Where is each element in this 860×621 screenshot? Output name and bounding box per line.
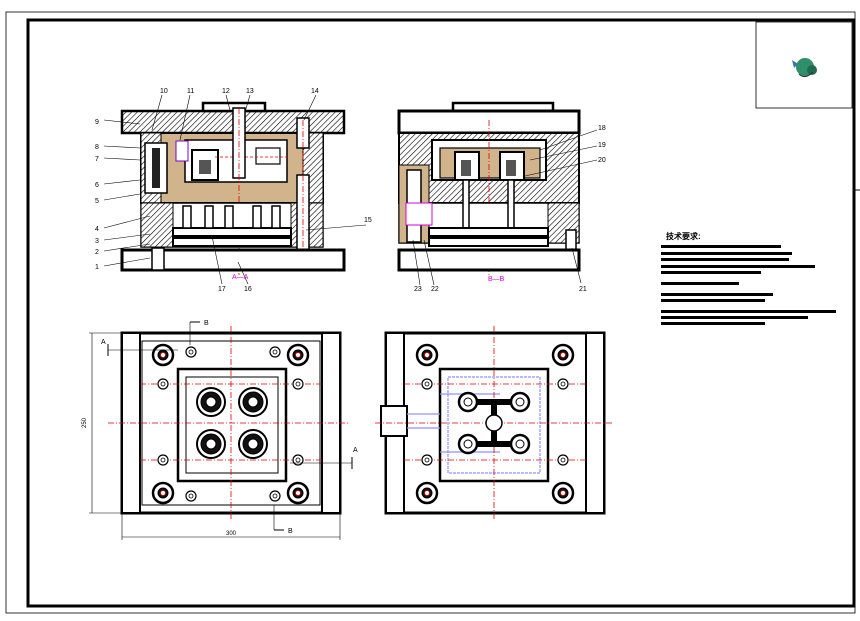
part-label-16: 16 [244, 286, 252, 293]
part-label-7: 7 [95, 156, 99, 163]
cut-marker-a-bottom: A [353, 447, 358, 454]
cavity-boss-3-core [205, 438, 217, 450]
cavity-boss-1-core [205, 396, 217, 408]
section-label-bb: B—B [488, 276, 505, 283]
screw-hole-3-inner [188, 493, 194, 499]
cut-marker-a-top: A [101, 339, 106, 346]
part-label-21: 21 [579, 286, 587, 293]
cavity-boss-4-core [247, 438, 259, 450]
part-label-23: 23 [414, 286, 422, 293]
screw-hole-2-inner [272, 349, 278, 355]
sprue-puller [485, 414, 503, 432]
cut-marker-b-top: B [204, 320, 209, 327]
pin-hole-4-center [560, 490, 566, 496]
plan-left-bosses [196, 387, 268, 459]
view-plan-left [108, 326, 350, 520]
cavity-boss-2-core [247, 396, 259, 408]
part-label-10: 10 [160, 88, 168, 95]
dimension-width: 300 [226, 531, 237, 537]
pin-hole-3-center [424, 490, 430, 496]
ejector-hole-4-inner [560, 457, 566, 463]
guide-hole-1-center [160, 352, 166, 358]
part-label-1: 1 [95, 264, 99, 271]
core-boss-1-inner [463, 397, 473, 407]
return-hole-3-inner [160, 457, 166, 463]
part-label-12: 12 [222, 88, 230, 95]
plan-right-bosses [457, 391, 531, 455]
part-label-18: 18 [598, 125, 606, 132]
part-label-19: 19 [598, 142, 606, 149]
tech-requirements: 技术要求: [661, 231, 836, 325]
part-label-22: 22 [431, 286, 439, 293]
pin-hole-2-center [560, 352, 566, 358]
dimension-height: 250 [82, 417, 88, 428]
plan-right-holes [415, 343, 575, 505]
core-boss-3-inner [463, 439, 473, 449]
part-label-15: 15 [364, 217, 372, 224]
part-label-11: 11 [187, 88, 194, 95]
logo-mark [792, 58, 817, 78]
dimension-lines [89, 321, 353, 540]
part-label-9: 9 [95, 119, 99, 126]
return-hole-2-inner [295, 381, 301, 387]
screw-hole-4-inner [272, 493, 278, 499]
return-hole-1-inner [160, 381, 166, 387]
ejector-hole-3-inner [424, 457, 430, 463]
ejector-hole-2-inner [560, 381, 566, 387]
ejector-hole-1-inner [424, 381, 430, 387]
view-section-aa [103, 94, 367, 285]
tech-requirements-title: 技术要求: [666, 231, 701, 241]
pin-hole-1-center [424, 352, 430, 358]
screw-hole-1-inner [188, 349, 194, 355]
part-label-13: 13 [246, 88, 254, 95]
part-label-20: 20 [598, 157, 606, 164]
part-label-14: 14 [311, 88, 319, 95]
part-label-8: 8 [95, 144, 99, 151]
part-label-17: 17 [218, 286, 226, 293]
inner-frame [26, 18, 856, 608]
view-section-bb [397, 101, 598, 286]
guide-hole-2-center [295, 352, 301, 358]
return-hole-4-inner [295, 457, 301, 463]
section-label-aa: A—A [232, 274, 249, 281]
part-label-4: 4 [95, 226, 99, 233]
logo-box [755, 21, 853, 109]
core-boss-4-inner [515, 439, 525, 449]
part-label-5: 5 [95, 198, 99, 205]
part-label-2: 2 [95, 249, 99, 256]
guide-hole-4-center [295, 490, 301, 496]
part-label-3: 3 [95, 238, 99, 245]
cut-marker-b-bottom: B [288, 528, 293, 535]
core-boss-2-inner [515, 397, 525, 407]
part-label-6: 6 [95, 182, 99, 189]
guide-hole-3-center [160, 490, 166, 496]
